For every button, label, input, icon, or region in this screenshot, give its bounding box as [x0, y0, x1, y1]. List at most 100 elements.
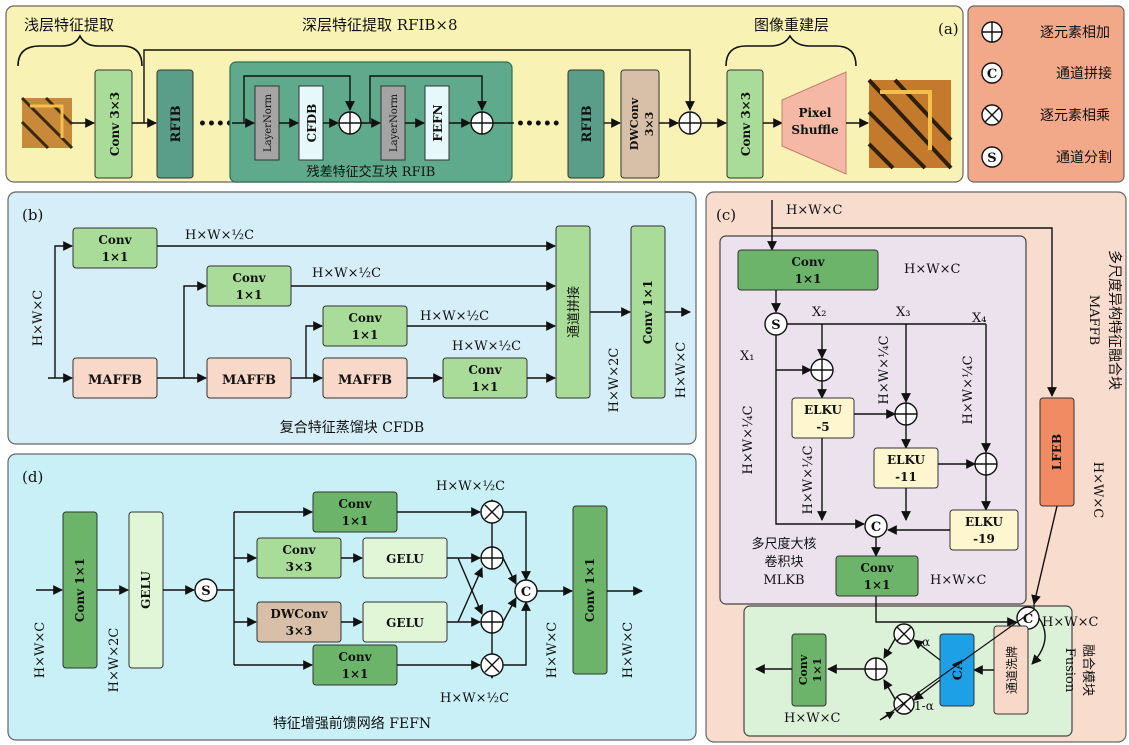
svg-text:C: C: [987, 67, 997, 82]
panel-a-tag: (a): [938, 20, 959, 38]
dwconv-label-a: DWConv: [628, 97, 641, 150]
svg-text:Conv: Conv: [860, 561, 894, 575]
svg-text:-5: -5: [816, 420, 829, 434]
output-image: [869, 80, 951, 168]
svg-text:DWConv: DWConv: [270, 607, 328, 621]
global-add-op: [679, 112, 701, 134]
c-mul-op-bottom: [894, 694, 914, 714]
svg-text:GELU: GELU: [386, 616, 424, 630]
mlkb-label-1: 多尺度大核: [751, 536, 816, 552]
svg-text:1×1: 1×1: [795, 272, 822, 286]
fusion-label-en: Fusion: [1062, 648, 1077, 693]
panel-a: (a) 浅层特征提取 深层特征提取 RFIB×8 图像重建层 Conv 3×3 …: [6, 6, 963, 182]
dots-2: •••••: [516, 116, 561, 132]
rfib-add-op-2: [471, 112, 493, 134]
c-dim-q3: H×W×¼C: [877, 335, 892, 404]
rfib-label-1: RFIB: [169, 105, 184, 142]
svg-text:1×1: 1×1: [811, 658, 824, 683]
panel-d-tag: (d): [22, 468, 43, 486]
b-output-dim: H×W×C: [674, 342, 689, 398]
shuffle-label: Shuffle: [791, 123, 839, 137]
panel-b: (b) 复合特征蒸馏块 CFDB H×W×C Conv 1×1 H×W×½C M…: [8, 192, 696, 444]
panel-c-tag: (c): [716, 206, 736, 224]
b-dim-4: H×W×½C: [452, 339, 521, 354]
b-dim-1: H×W×½C: [185, 228, 254, 243]
panel-b-tag: (b): [22, 206, 43, 224]
pixel-label: Pixel: [799, 106, 832, 120]
d-mul-op-bottom: [481, 654, 503, 676]
d-input-dim: H×W×C: [33, 622, 48, 678]
svg-text:GELU: GELU: [139, 571, 153, 609]
svg-text:Conv: Conv: [338, 650, 372, 664]
lfeb-label: LFEB: [1050, 434, 1064, 470]
svg-text:MAFFB: MAFFB: [338, 373, 392, 388]
panel-d: (d) 特征增强前馈网络 FEFN H×W×C Conv 1×1 H×W×2C …: [8, 454, 696, 740]
c-add-op-fusion: [865, 658, 887, 680]
panel-c: (c) H×W×C 多尺度异构特征融合块 MAFFB Conv 1×1 H×W×…: [706, 192, 1126, 742]
mlkb-label-3: MLKB: [763, 573, 804, 588]
c-dim-q2: H×W×¼C: [801, 445, 816, 514]
c-add-op-1: [811, 359, 833, 381]
svg-text:Conv: Conv: [232, 271, 266, 285]
d-dim-2c: H×W×2C: [107, 628, 122, 693]
b-dim-3: H×W×½C: [420, 309, 489, 324]
panel-d-title: 特征增强前馈网络 FEFN: [273, 715, 431, 732]
svg-text:1×1: 1×1: [102, 250, 129, 264]
c-input-dim: H×W×C: [786, 203, 842, 218]
svg-text:C: C: [871, 520, 881, 535]
legend-split-label: 通道分割: [1056, 149, 1112, 166]
panel-b-input-dim: H×W×C: [31, 290, 46, 346]
concat-symbol-icon: C: [982, 63, 1002, 83]
svg-text:-19: -19: [973, 532, 995, 546]
c-dim-q4: H×W×¼C: [961, 355, 976, 424]
c-x1-label: X₁: [740, 349, 754, 364]
d-mul-op-top: [481, 501, 503, 523]
rfib-detail-title: 残差特征交互块 RFIB: [307, 164, 436, 180]
b-conv1x1-label: Conv 1×1: [641, 280, 655, 344]
svg-text:S: S: [987, 151, 996, 166]
d-split-op: S: [195, 579, 217, 601]
svg-text:C: C: [521, 585, 531, 600]
b-concat-label: 通道拼接: [566, 286, 582, 338]
dwconv-kernel-a: 3×3: [643, 112, 656, 137]
svg-text:3×3: 3×3: [286, 624, 313, 638]
d-add-op-2: [481, 611, 503, 633]
alpha-label: α: [922, 635, 930, 649]
svg-text:1×1: 1×1: [342, 514, 369, 528]
c-mul-op-top: [894, 624, 914, 644]
split-symbol-icon: S: [982, 147, 1002, 167]
svg-text:1×1: 1×1: [342, 667, 369, 681]
legend-panel: 逐元素相加 C 通道拼接 逐元素相乘 S 通道分割: [968, 6, 1124, 182]
d-output-dim: H×W×C: [621, 622, 636, 678]
c-split-op: S: [765, 313, 787, 335]
svg-text:ELKU: ELKU: [887, 453, 926, 467]
c-lfeb-dim: H×W×C: [1090, 462, 1105, 518]
svg-text:ELKU: ELKU: [965, 515, 1004, 529]
reconstruction-label: 图像重建层: [754, 16, 829, 34]
fusion-label-cn: 融合模块: [1080, 644, 1095, 696]
panel-b-title: 复合特征蒸馏块 CFDB: [280, 419, 424, 436]
svg-text:1×1: 1×1: [864, 578, 891, 592]
d-concat-op: C: [515, 580, 537, 602]
c-add-op-2: [895, 403, 917, 425]
c-dim-2: H×W×C: [930, 573, 986, 588]
c-concat-op: C: [865, 515, 887, 537]
d-dim-top: H×W×½C: [436, 479, 505, 494]
legend-add-label: 逐元素相加: [1040, 25, 1110, 41]
svg-text:Conv: Conv: [338, 497, 372, 511]
svg-text:MAFFB: MAFFB: [222, 373, 276, 388]
svg-text:MAFFB: MAFFB: [88, 373, 142, 388]
svg-text:Conv 1×1: Conv 1×1: [73, 558, 87, 622]
svg-text:-11: -11: [895, 470, 917, 484]
svg-text:Conv 1×1: Conv 1×1: [583, 558, 597, 622]
b-dim-2: H×W×½C: [312, 266, 381, 281]
c-dim-1: H×W×C: [904, 262, 960, 277]
cfdb-label: CFDB: [305, 104, 319, 143]
deep-extraction-label: 深层特征提取 RFIB×8: [302, 16, 458, 34]
input-image: [22, 98, 72, 148]
layernorm-label-1: LayerNorm: [263, 93, 274, 152]
multiply-symbol-icon: [982, 105, 1002, 125]
svg-text:Conv: Conv: [791, 255, 825, 269]
svg-text:S: S: [771, 318, 780, 333]
